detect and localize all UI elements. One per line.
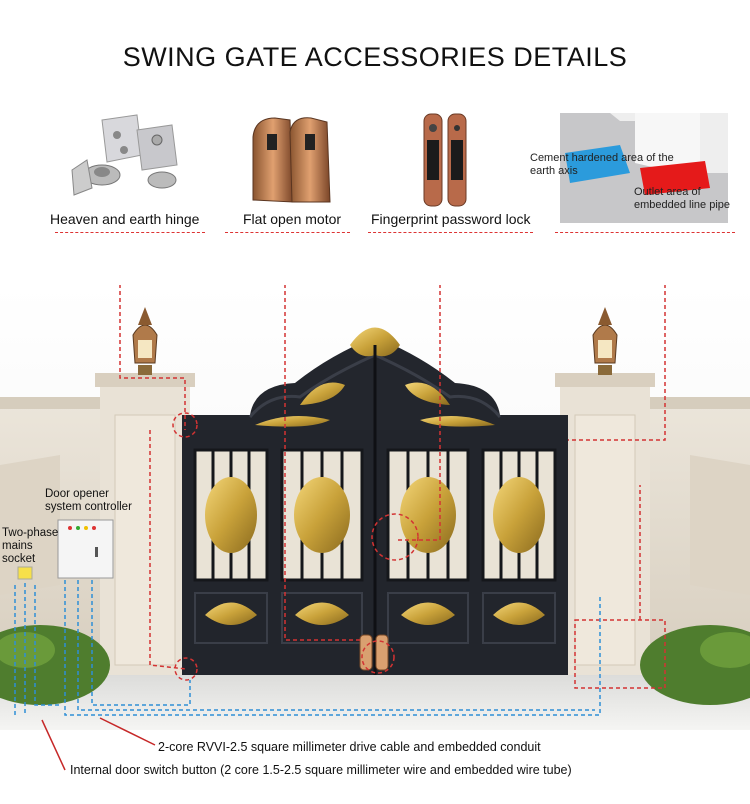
lock-thumbnail — [420, 112, 470, 208]
drive-cable-note: 2-core RVVI-2.5 square millimeter drive … — [158, 740, 541, 754]
motor-icon — [252, 117, 331, 203]
lock-label: Fingerprint password lock — [371, 211, 531, 227]
fingerprint-lock-icon — [423, 113, 467, 207]
gate-illustration — [0, 235, 750, 730]
socket-label-line3: socket — [2, 553, 36, 565]
lock-dash — [368, 232, 533, 233]
gate-scene — [0, 235, 750, 730]
socket-label-line2: mains — [2, 540, 33, 552]
controller-label-line2: system controller — [45, 501, 132, 513]
earth-axis-diagram — [565, 113, 728, 195]
socket-label: Two-phase mains socket — [2, 527, 58, 566]
motor-dash — [225, 232, 350, 233]
earth-axis-dash — [555, 232, 735, 233]
hinge-icon — [71, 114, 178, 196]
earth-axis-thumbnail — [560, 113, 728, 223]
motor-label: Flat open motor — [243, 211, 342, 227]
controller-label: Door opener system controller — [45, 488, 132, 514]
outlet-label: Outlet area of embedded line pipe — [634, 186, 731, 211]
controller-label-line1: Door opener — [45, 488, 109, 500]
cement-label: Cement hardened area of the earth axis — [530, 152, 674, 177]
hinge-label: Heaven and earth hinge — [50, 211, 200, 227]
page-title: SWING GATE ACCESSORIES DETAILS — [122, 42, 628, 72]
hinge-dash — [55, 232, 205, 233]
socket-label-line1: Two-phase — [2, 527, 59, 539]
hinge-thumbnail — [62, 110, 192, 205]
switch-button-note: Internal door switch button (2 core 1.5-… — [70, 763, 572, 777]
motor-thumbnail — [245, 112, 345, 207]
